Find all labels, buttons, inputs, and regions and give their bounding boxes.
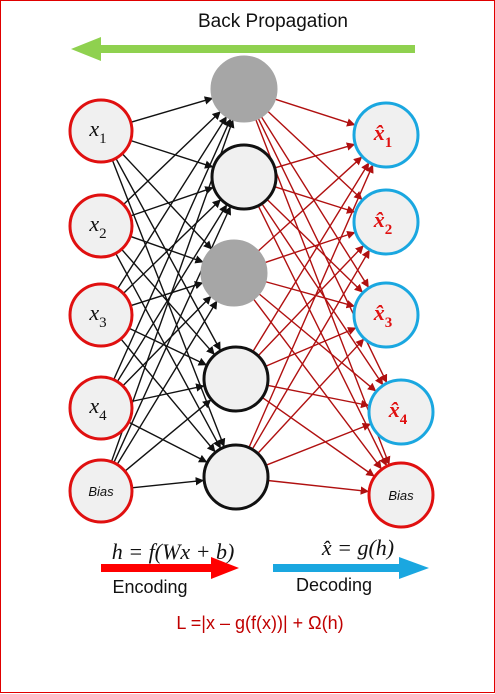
encoder-edge-5-3 [116, 300, 218, 465]
hidden-node-1 [210, 55, 278, 123]
title: Back Propagation [198, 11, 348, 32]
encoder-edge-5-2 [113, 206, 231, 464]
encoder-edge-2-1 [122, 111, 221, 206]
decoding-label: Decoding [296, 575, 372, 595]
input-node-1 [68, 98, 134, 164]
input-node-5 [68, 458, 134, 524]
encoder-edge-3-3 [130, 281, 204, 307]
decoder-edge-5-5 [267, 479, 370, 495]
decoder-edge-4-2 [257, 245, 364, 357]
encoder-edge-2-3 [129, 235, 204, 264]
encoding-arrow [101, 557, 239, 579]
encoder-edge-5-4 [124, 399, 212, 472]
decoder-edge-4-4 [267, 384, 370, 409]
encoder-edge-1-3 [121, 153, 212, 250]
hidden-node-4 [202, 345, 270, 413]
decoder-edge-5-3 [257, 338, 365, 454]
decoder-edge-1-3 [260, 115, 369, 288]
decoder-edge-1-2 [266, 110, 363, 200]
decoder-edge-4-3 [265, 327, 357, 368]
output-node-3 [352, 281, 420, 349]
input-node-2 [68, 193, 134, 259]
decoder-edge-3-5 [252, 298, 382, 470]
decoder-edge-5-1 [248, 164, 374, 448]
decoder-edge-4-5 [261, 396, 375, 477]
encoding-label: Encoding [112, 577, 187, 597]
encoder-edge-4-1 [113, 118, 232, 380]
encoder-edge-3-2 [122, 199, 221, 295]
input-node-4 [68, 375, 134, 441]
decoder-edge-2-4 [261, 203, 384, 386]
output-node-5 [367, 461, 435, 529]
encoder-edge-3-1 [117, 116, 227, 290]
encoder-edge-3-4 [128, 327, 207, 366]
decoder-edge-5-4 [265, 422, 372, 466]
decoding-arrow [273, 557, 429, 579]
input-node-3 [68, 282, 134, 348]
hidden-node-2 [210, 143, 278, 211]
back-propagation-arrow [71, 37, 415, 61]
decoder-edge-1-1 [274, 98, 356, 127]
output-node-1 [352, 101, 420, 169]
encoder-edge-1-1 [130, 96, 214, 123]
encoder-edge-5-5 [131, 477, 205, 489]
decoder-edge-5-2 [251, 249, 370, 450]
encoder-edge-3-5 [120, 338, 216, 453]
decoder-edge-3-1 [257, 156, 363, 253]
decoding-equation: x̂ = g(h) [321, 535, 394, 560]
decoder-edge-4-1 [252, 162, 370, 353]
encoder-edge-4-5 [128, 421, 208, 463]
encoder-edge-2-5 [115, 252, 222, 449]
output-node-5-label: Bias [388, 488, 414, 503]
input-node-5-label: Bias [88, 484, 114, 499]
decoder-edge-3-2 [264, 230, 356, 264]
hidden-node-5 [202, 443, 270, 511]
output-node-2 [352, 188, 420, 256]
encoder-edge-1-4 [115, 157, 221, 351]
encoder-edge-4-3 [122, 295, 212, 387]
decoder-edge-2-5 [257, 205, 388, 467]
encoder-connections [110, 96, 235, 489]
encoder-edge-1-2 [130, 139, 214, 169]
loss-formula: L =|x – g(f(x))| + Ω(h) [176, 613, 343, 633]
encoder-edge-2-2 [130, 186, 214, 217]
decoder-edge-2-1 [274, 142, 356, 169]
hidden-node-3 [200, 239, 268, 307]
output-node-4 [367, 378, 435, 446]
